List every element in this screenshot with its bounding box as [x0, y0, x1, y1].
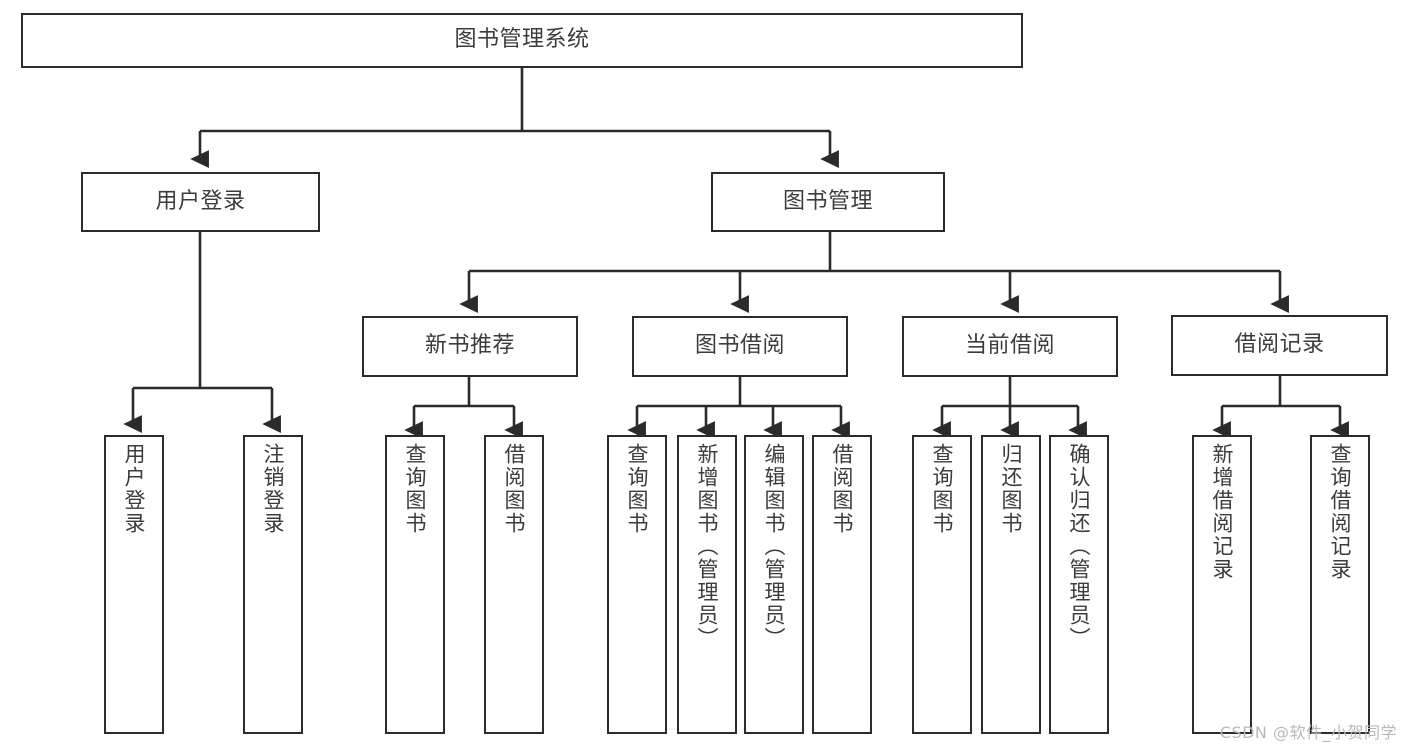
leaf-borrow-edit-book[interactable]: 编辑图书（管理员） [744, 435, 804, 734]
node-label: 编辑图书（管理员） [762, 443, 787, 650]
node-label: 注销登录 [261, 443, 286, 535]
node-label: 借阅图书 [830, 443, 855, 535]
node-borrow-record[interactable]: 借阅记录 [1171, 315, 1388, 376]
node-label: 图书管理 [782, 188, 873, 214]
node-label: 确认归还（管理员） [1067, 443, 1092, 650]
node-label: 图书管理系统 [454, 27, 590, 53]
leaf-borrow-borrow-book[interactable]: 借阅图书 [812, 435, 872, 734]
node-label: 借阅记录 [1234, 332, 1325, 358]
node-label: 查询图书 [930, 443, 955, 535]
node-current-borrow[interactable]: 当前借阅 [902, 316, 1118, 377]
leaf-borrow-query-book[interactable]: 查询图书 [607, 435, 667, 734]
leaf-current-query-book[interactable]: 查询图书 [912, 435, 972, 734]
node-label: 借阅图书 [502, 443, 527, 535]
leaf-current-return-book[interactable]: 归还图书 [981, 435, 1041, 734]
leaf-borrow-add-book[interactable]: 新增图书（管理员） [677, 435, 737, 734]
node-label: 归还图书 [999, 443, 1024, 535]
leaf-user-login-signout[interactable]: 注销登录 [243, 435, 303, 734]
leaf-recommend-query-book[interactable]: 查询图书 [385, 435, 445, 734]
node-root-system[interactable]: 图书管理系统 [21, 13, 1023, 68]
node-label: 当前借阅 [964, 333, 1055, 359]
leaf-record-query-record[interactable]: 查询借阅记录 [1310, 435, 1370, 734]
leaf-user-login-signin[interactable]: 用户登录 [104, 435, 164, 734]
node-label: 图书借阅 [694, 333, 785, 359]
node-book-management[interactable]: 图书管理 [711, 172, 945, 232]
node-label: 用户登录 [155, 188, 246, 214]
node-book-borrow[interactable]: 图书借阅 [632, 316, 848, 377]
leaf-record-add-record[interactable]: 新增借阅记录 [1192, 435, 1252, 734]
node-label: 新书推荐 [424, 333, 515, 359]
node-new-book-recommend[interactable]: 新书推荐 [362, 316, 578, 377]
node-label: 新增图书（管理员） [695, 443, 720, 650]
node-label: 查询图书 [625, 443, 650, 535]
node-user-login[interactable]: 用户登录 [81, 172, 320, 232]
leaf-current-confirm-return[interactable]: 确认归还（管理员） [1049, 435, 1109, 734]
node-label: 查询借阅记录 [1328, 443, 1353, 581]
node-label: 新增借阅记录 [1210, 443, 1235, 581]
csdn-watermark: CSDN @软件_小贺同学 [1219, 723, 1397, 742]
leaf-recommend-borrow-book[interactable]: 借阅图书 [484, 435, 544, 734]
node-label: 用户登录 [122, 443, 147, 535]
node-label: 查询图书 [403, 443, 428, 535]
